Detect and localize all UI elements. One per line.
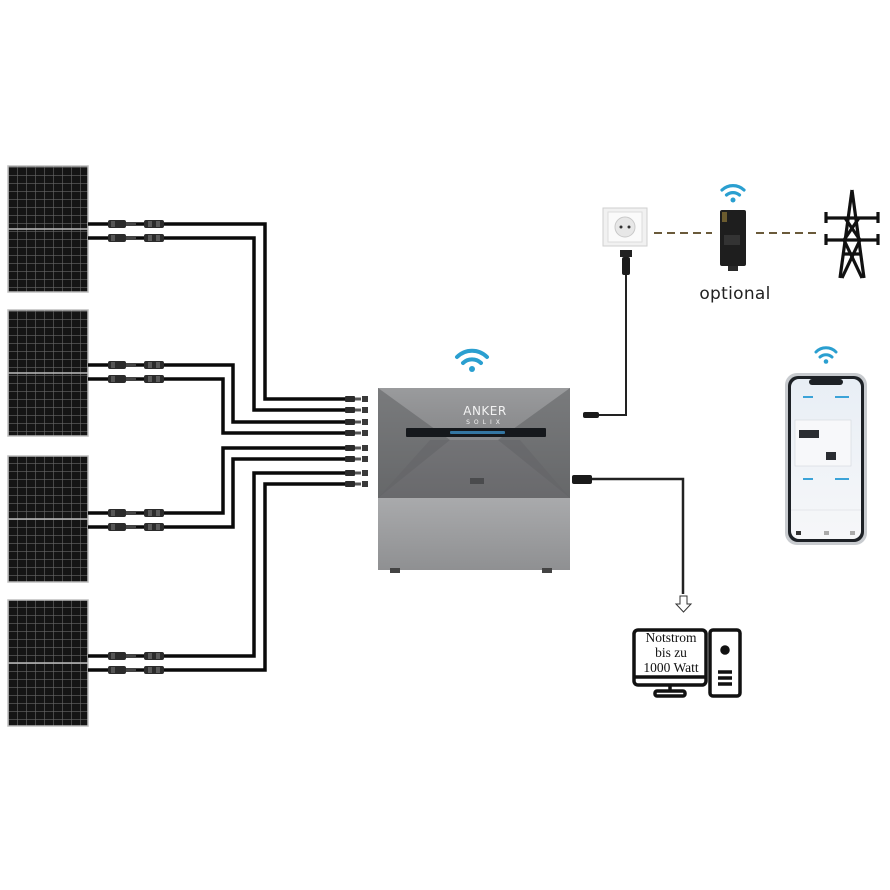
cable-p2-a — [88, 363, 345, 424]
cable-p4-a — [88, 471, 345, 658]
wifi-icon — [455, 348, 489, 372]
cable-p4-b — [88, 482, 345, 672]
cable-p1-b — [88, 236, 345, 412]
backup-output-cable — [572, 475, 685, 594]
smartphone-app-icon — [785, 373, 867, 545]
desktop-computer-icon — [632, 628, 742, 698]
anker-solix-device — [378, 388, 570, 573]
smart-meter-icon — [720, 210, 746, 271]
cable-p3-b — [88, 457, 345, 529]
brand-line-2: SOLIX — [466, 419, 504, 426]
plug-icon — [620, 250, 632, 275]
wifi-icon — [814, 346, 838, 364]
wall-socket-icon — [602, 207, 648, 247]
mc4-connectors-panels — [108, 220, 164, 674]
wifi-icon — [720, 184, 746, 203]
solar-panel-2 — [7, 309, 89, 437]
ac-grid-cable — [583, 275, 627, 418]
cable-p1-a — [88, 222, 345, 401]
dc-cables — [88, 222, 345, 672]
power-tower-icon — [824, 189, 880, 279]
device-brand-logo: ANKER SOLIX — [455, 404, 515, 426]
cable-p2-b — [88, 377, 345, 435]
solar-panel-3 — [7, 455, 89, 583]
backup-line-3: 1000 Watt — [643, 660, 699, 675]
backup-power-label: Notstrom bis zu 1000 Watt — [636, 630, 706, 675]
arrow-down-icon — [674, 595, 693, 613]
solar-panel-4 — [7, 599, 89, 727]
mc4-connectors-device — [345, 396, 368, 487]
backup-line-1: Notstrom — [645, 630, 697, 645]
solar-panel-1 — [7, 165, 89, 293]
backup-line-2: bis zu — [655, 645, 687, 660]
brand-line-1: ANKER — [463, 404, 507, 418]
optional-label: optional — [699, 284, 771, 304]
